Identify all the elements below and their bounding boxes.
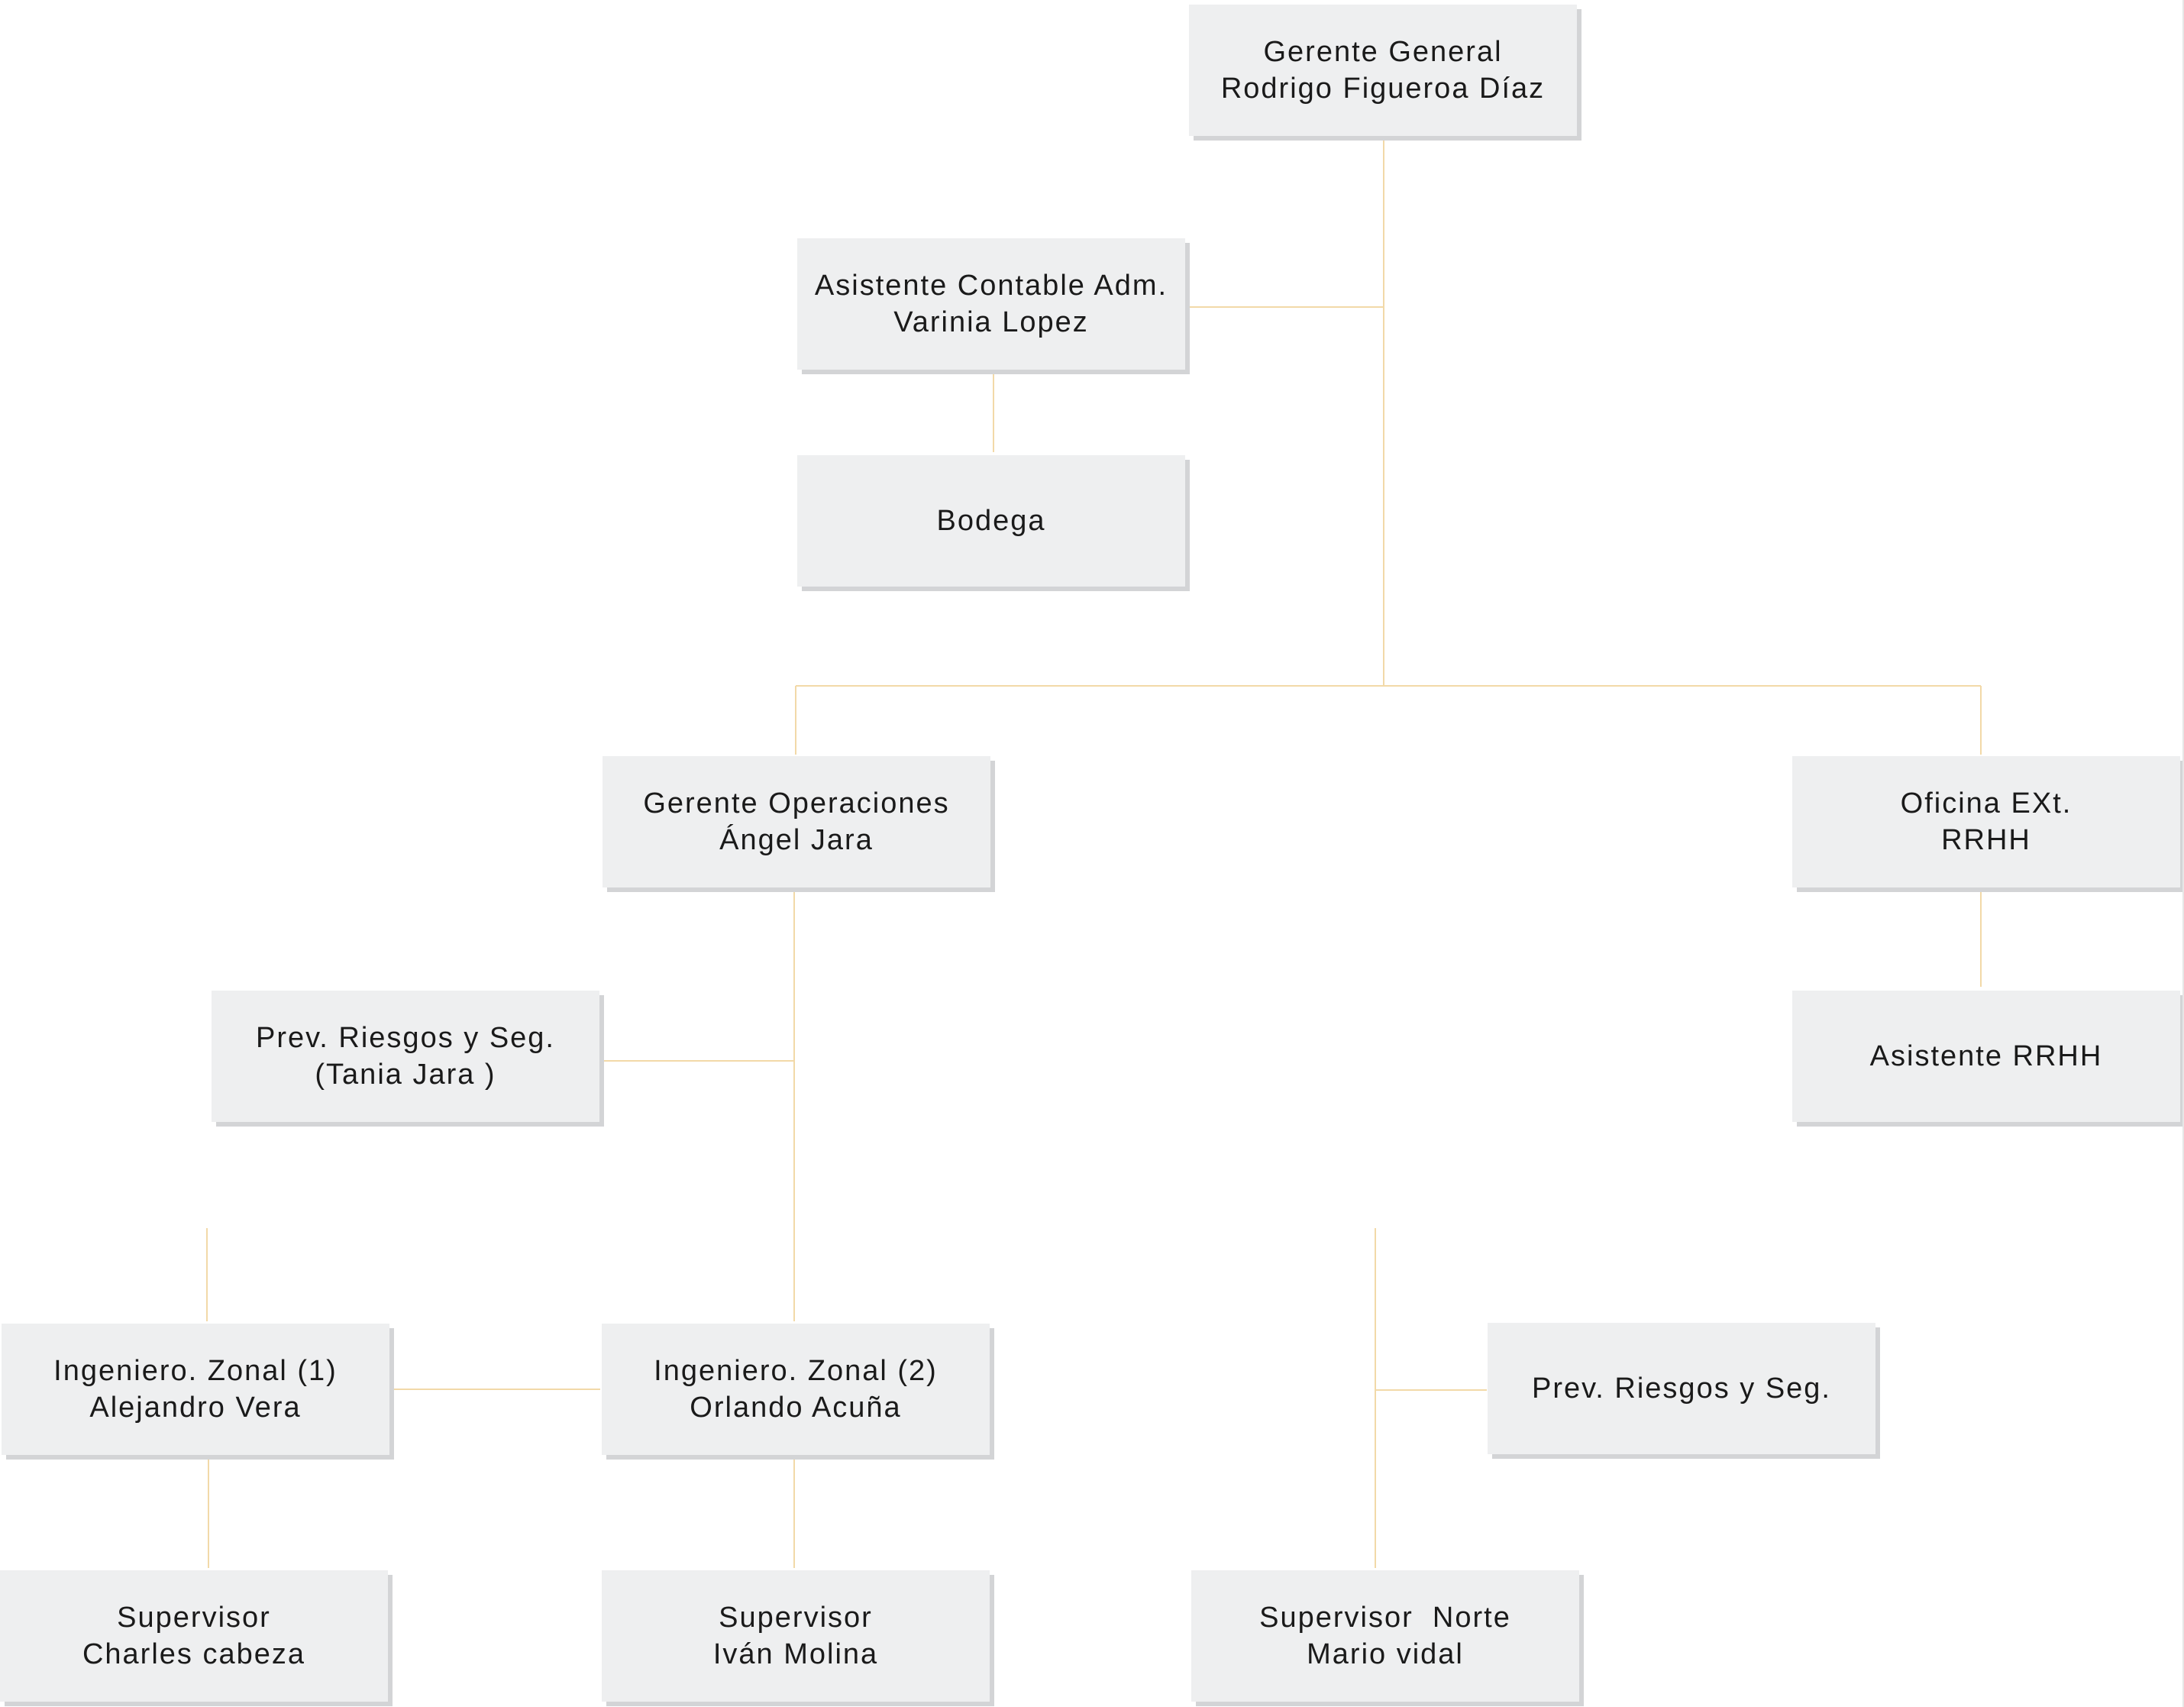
node-title: Prev. Riesgos y Seg. (1531, 1372, 1831, 1405)
node-title: Prev. Riesgos y Seg. (255, 1022, 555, 1054)
node-asistente-contable[interactable]: Asistente Contable Adm. Varinia Lopez (797, 238, 1185, 370)
node-person: Varinia Lopez (893, 306, 1089, 338)
page-edge-divider (2182, 0, 2184, 1707)
node-title: Supervisor (719, 1602, 873, 1634)
node-title: Asistente RRHH (1869, 1040, 2103, 1072)
node-title: Gerente General (1263, 36, 1503, 68)
node-title: Ingeniero. Zonal (2) (654, 1355, 938, 1387)
node-title: Asistente Contable Adm. (814, 270, 1168, 302)
node-bodega[interactable]: Bodega (797, 455, 1185, 587)
node-person: Mario vidal (1307, 1638, 1464, 1670)
node-title: Gerente Operaciones (643, 787, 950, 820)
node-person: Alejandro Vera (89, 1392, 302, 1424)
node-person: RRHH (1941, 824, 2031, 856)
node-person: Charles cabeza (82, 1638, 306, 1670)
node-prev-riesgos-tania[interactable]: Prev. Riesgos y Seg. (Tania Jara ) (212, 991, 599, 1122)
node-person: Iván Molina (712, 1638, 879, 1670)
node-gerente-operaciones[interactable]: Gerente Operaciones Ángel Jara (603, 756, 990, 887)
node-title: Supervisor (117, 1602, 271, 1634)
node-asistente-rrhh[interactable]: Asistente RRHH (1792, 991, 2180, 1122)
node-person: Rodrigo Figueroa Díaz (1220, 73, 1546, 105)
node-prev-riesgos-norte[interactable]: Prev. Riesgos y Seg. (1488, 1323, 1875, 1454)
node-title: Bodega (936, 505, 1046, 537)
node-title: Ingeniero. Zonal (1) (53, 1355, 338, 1387)
node-oficina-ext[interactable]: Oficina EXt. RRHH (1792, 756, 2180, 887)
node-person: (Tania Jara ) (315, 1059, 496, 1091)
node-supervisor-charles[interactable]: Supervisor Charles cabeza (0, 1570, 388, 1702)
node-title: Supervisor Norte (1259, 1602, 1511, 1634)
node-title: Oficina EXt. (1900, 787, 2073, 820)
node-supervisor-ivan[interactable]: Supervisor Iván Molina (602, 1570, 990, 1702)
node-ingeniero-zonal-1[interactable]: Ingeniero. Zonal (1) Alejandro Vera (2, 1324, 389, 1455)
node-ingeniero-zonal-2[interactable]: Ingeniero. Zonal (2) Orlando Acuña (602, 1324, 990, 1455)
node-person: Ángel Jara (719, 824, 874, 856)
node-supervisor-norte[interactable]: Supervisor Norte Mario vidal (1191, 1570, 1579, 1702)
node-person: Orlando Acuña (690, 1392, 902, 1424)
node-gerente-general[interactable]: Gerente General Rodrigo Figueroa Díaz (1189, 5, 1577, 136)
